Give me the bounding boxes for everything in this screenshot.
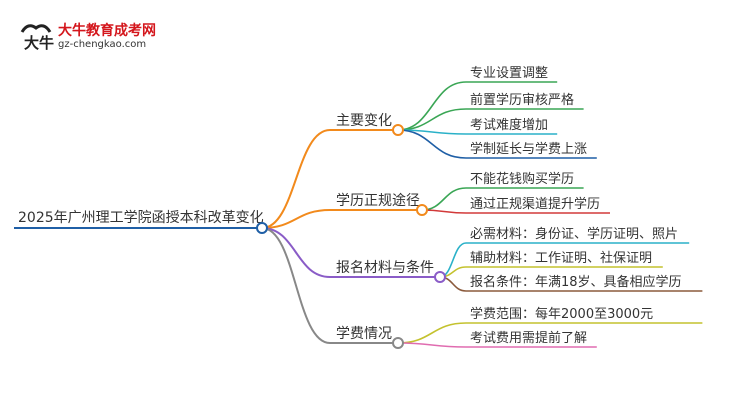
leaf-label: 必需材料：身份证、学历证明、照片: [470, 226, 678, 242]
branch-node-dot[interactable]: [392, 337, 404, 349]
branch-label: 学历正规途径: [336, 192, 420, 209]
leaf-label: 专业设置调整: [470, 66, 548, 81]
branch-link: [261, 227, 331, 278]
branch-link: [261, 227, 331, 344]
leaf-label: 考试费用需提前了解: [470, 330, 587, 346]
branch-node-dot[interactable]: [416, 204, 428, 216]
leaf-label: 学制延长与学费上涨: [470, 141, 587, 157]
bull-logo-icon: 大牛: [20, 24, 54, 52]
leaf-link: [397, 342, 467, 348]
branch-label: 学费情况: [336, 326, 392, 342]
root-label: 2025年广州理工学院函授本科改革变化: [18, 210, 264, 226]
leaf-link: [397, 108, 467, 131]
branch-link: [261, 129, 331, 229]
branch-link: [261, 209, 331, 229]
leaf-link: [421, 209, 467, 214]
leaf-link: [397, 322, 467, 344]
logo-url: gz-chengkao.com: [58, 39, 147, 50]
root-node-dot[interactable]: [256, 222, 268, 234]
branch-label: 主要变化: [336, 113, 392, 129]
logo-title: 大牛教育成考网: [58, 23, 156, 39]
leaf-label: 前置学历审核严格: [470, 92, 574, 108]
leaf-label: 辅助材料：工作证明、社保证明: [470, 250, 652, 266]
leaf-link: [397, 81, 467, 131]
leaf-label: 学费范围：每年2000至3000元: [470, 306, 653, 322]
leaf-label: 考试难度增加: [470, 117, 548, 133]
leaf-link: [421, 187, 467, 211]
branch-node-dot[interactable]: [392, 124, 404, 136]
leaf-link: [397, 129, 467, 159]
site-logo[interactable]: 大牛 大牛教育成考网 gz-chengkao.com: [18, 18, 168, 58]
branch-node-dot[interactable]: [434, 271, 446, 283]
svg-text:大牛: 大牛: [24, 34, 54, 52]
leaf-label: 报名条件：年满18岁、具备相应学历: [470, 274, 682, 290]
leaf-label: 不能花钱购买学历: [470, 171, 574, 187]
branch-label: 报名材料与条件: [336, 259, 434, 276]
leaf-label: 通过正规渠道提升学历: [470, 196, 600, 212]
